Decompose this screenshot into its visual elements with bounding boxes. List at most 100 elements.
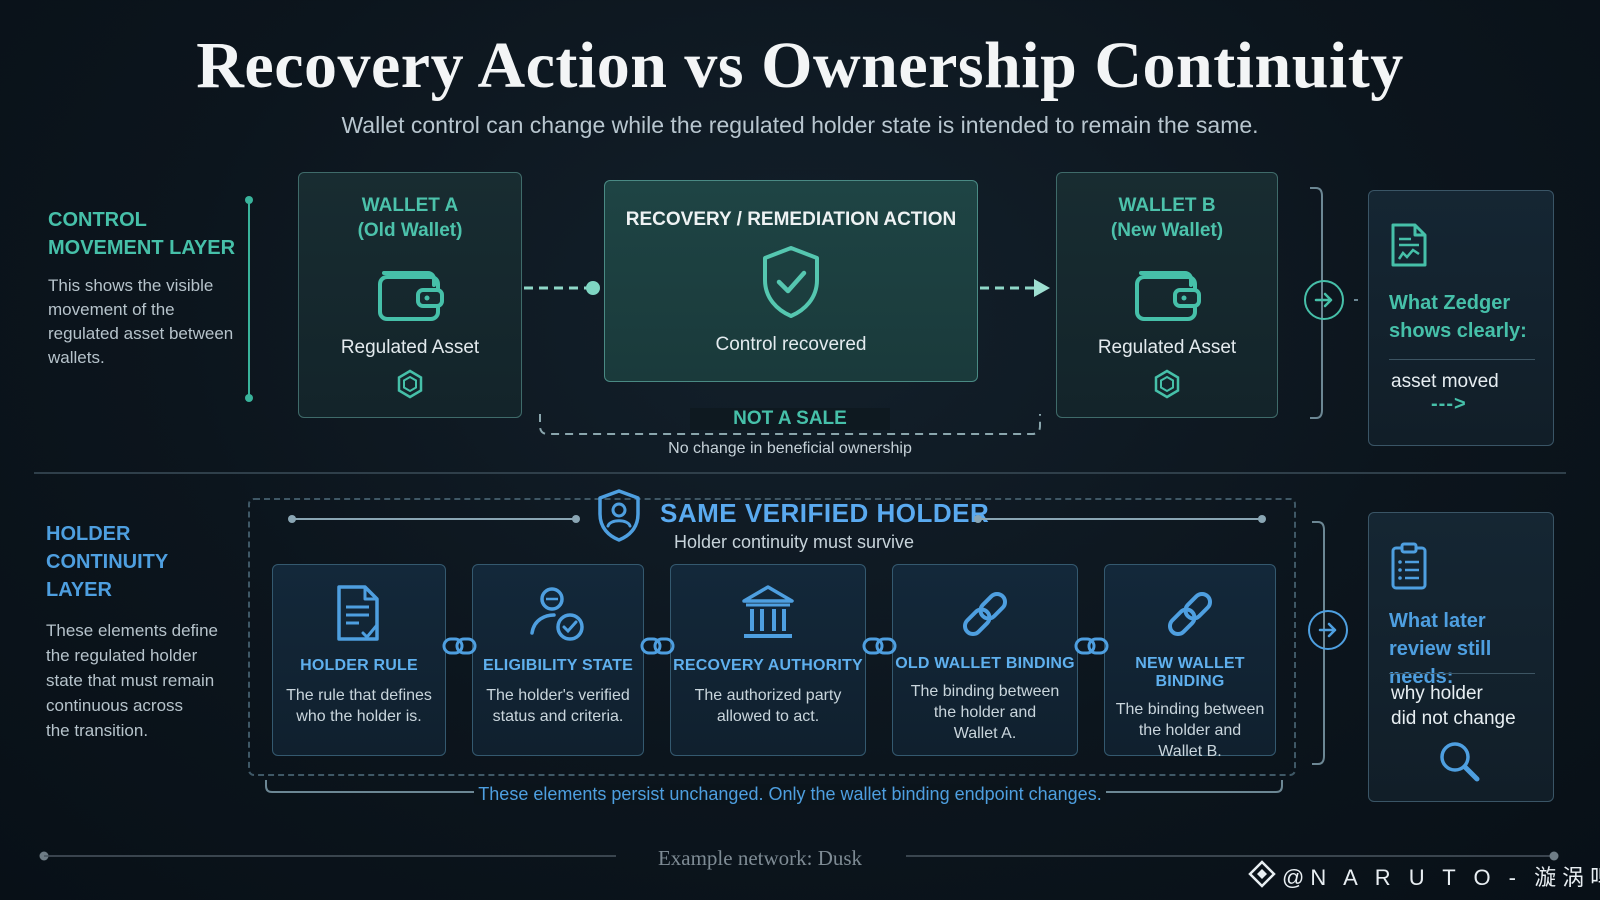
verified-line-right — [974, 515, 1266, 523]
recovery-authority-desc-1: The authorized party — [694, 687, 842, 704]
wallet-a-title: WALLET A — [361, 195, 459, 216]
recovery-authority-card: RECOVERY AUTHORITY The authorized party … — [670, 564, 866, 756]
new-wallet-binding-desc-2: the holder and — [1138, 722, 1242, 739]
diamond-logo-icon — [1248, 860, 1276, 893]
zedger-separator — [1389, 359, 1535, 360]
document-chart-icon — [1389, 221, 1429, 274]
wallet-a-card: WALLET A (Old Wallet) Regulated Asset — [298, 172, 522, 418]
wallet-icon — [1131, 261, 1203, 323]
holder-layer-title-2: LAYER — [46, 579, 112, 601]
not-sale-title: NOT A SALE — [733, 408, 847, 429]
recovery-title: RECOVERY / REMEDIATION ACTION — [625, 209, 957, 230]
wallet-b-card: WALLET B (New Wallet) Regulated Asset — [1056, 172, 1278, 418]
old-wallet-binding-desc-3: Wallet A. — [953, 725, 1017, 742]
holder-rule-desc-2: who the holder is. — [296, 708, 422, 725]
control-layer-desc-2: movement of the — [48, 300, 175, 319]
control-layer-desc-3: regulated asset between — [48, 324, 234, 343]
holder-layer-title-1: HOLDER CONTINUITY — [46, 523, 169, 573]
footer-network: Example network: Dusk — [657, 846, 863, 870]
new-wallet-binding-desc-3: Wallet B. — [1158, 743, 1222, 760]
persist-note: These elements persist unchanged. Only t… — [474, 784, 1106, 805]
eligibility-state-desc-1: The holder's verified — [486, 687, 630, 704]
control-layer-title-1: CONTROL — [48, 209, 147, 231]
new-wallet-binding-title: NEW WALLET BINDING — [1135, 655, 1245, 690]
verified-title: SAME VERIFIED HOLDER — [660, 498, 990, 528]
holder-layer-desc-3: state that must remain — [46, 671, 215, 690]
wallet-a-subtitle: (Old Wallet) — [357, 220, 463, 241]
eligibility-state-title: ELIGIBILITY STATE — [482, 657, 634, 674]
shield-user-icon — [596, 488, 642, 542]
zedger-head-2: shows clearly: — [1389, 320, 1527, 342]
link-icon — [1163, 587, 1217, 641]
holder-container — [248, 498, 1296, 776]
old-wallet-binding-title: OLD WALLET BINDING — [895, 655, 1075, 672]
zedger-head: What Zedger shows clearly: — [1389, 289, 1527, 345]
eligibility-state-desc-2: status and criteria. — [492, 708, 624, 725]
arrow-right-icon — [1308, 610, 1348, 650]
control-layer-desc-4: wallets. — [48, 348, 105, 367]
arrow-right-icon — [1304, 280, 1344, 320]
review-separator — [1389, 673, 1535, 674]
bracket-dot-top — [245, 196, 253, 204]
review-head: What later review still needs: — [1389, 607, 1553, 691]
wallet-icon — [374, 261, 446, 323]
zedger-head-1: What Zedger — [1389, 292, 1511, 314]
magnifier-icon — [1437, 739, 1483, 790]
holder-rule-card: HOLDER RULE The rule that defines who th… — [272, 564, 446, 756]
verified-subtitle: Holder continuity must survive — [673, 532, 915, 552]
clipboard-icon — [1389, 541, 1429, 596]
connector-arrow-right — [980, 279, 1050, 297]
old-wallet-binding-desc-1: The binding between — [910, 683, 1060, 700]
chain-link-icon — [640, 637, 675, 655]
new-wallet-binding-card: NEW WALLET BINDING The binding between t… — [1104, 564, 1276, 760]
watermark-text: @N A R U T O - 漩涡鸣人 — [1282, 865, 1600, 890]
wallet-b-title: WALLET B — [1118, 195, 1216, 216]
recovery-authority-title: RECOVERY AUTHORITY — [673, 657, 863, 674]
holder-layer-desc-2: the regulated holder — [46, 646, 198, 665]
verified-line-left — [288, 515, 580, 523]
bank-building-icon — [740, 583, 796, 643]
section-divider — [34, 472, 1566, 474]
chain-link-icon — [1074, 637, 1109, 655]
new-wallet-binding-desc-1: The binding between — [1115, 701, 1265, 718]
control-layer-bracket — [248, 200, 250, 398]
old-wallet-binding-card: OLD WALLET BINDING The binding between t… — [892, 564, 1078, 756]
zedger-arrow: ---> — [1431, 393, 1467, 415]
not-sale-bracket — [539, 414, 1041, 435]
chain-link-icon — [442, 637, 477, 655]
not-sale-title-wrap: NOT A SALE — [690, 408, 890, 430]
review-text-1: why holder — [1391, 683, 1483, 704]
hexagon-icon — [396, 369, 424, 399]
recovery-card: RECOVERY / REMEDIATION ACTION Control re… — [604, 180, 978, 382]
review-text-2: did not change — [1391, 708, 1516, 729]
hexagon-icon — [1153, 369, 1181, 399]
bracket-dot-bottom — [245, 394, 253, 402]
control-layer-title-2: MOVEMENT LAYER — [48, 237, 236, 259]
link-icon — [958, 587, 1012, 641]
not-sale-subtitle: No change in beneficial ownership — [668, 440, 912, 457]
holder-layer-desc-5: the transition. — [46, 721, 149, 740]
holder-layer-desc-1: These elements define — [46, 621, 218, 640]
holder-layer-label: HOLDER CONTINUITY LAYER These elements d… — [46, 520, 246, 743]
old-wallet-binding-desc-2: the holder and — [933, 704, 1037, 721]
user-check-icon — [528, 583, 588, 645]
holder-layer-desc-4: continuous across — [46, 696, 184, 715]
page-subtitle: Wallet control can change while the regu… — [341, 112, 1259, 138]
recovery-label: Control recovered — [715, 334, 867, 355]
zedger-text: asset moved — [1391, 371, 1499, 392]
control-layer-desc-1: This shows the visible — [48, 276, 214, 295]
connector-dashed-left — [524, 281, 600, 295]
wallet-a-label: Regulated Asset — [340, 337, 480, 358]
recovery-authority-desc-2: allowed to act. — [716, 708, 820, 725]
holder-rule-title: HOLDER RULE — [300, 657, 418, 674]
document-edit-icon — [333, 583, 385, 645]
review-text: why holder did not change — [1391, 681, 1516, 731]
holder-rule-desc-1: The rule that defines — [286, 687, 432, 704]
review-panel: What later review still needs: why holde… — [1368, 512, 1554, 802]
zedger-panel: What Zedger shows clearly: asset moved -… — [1368, 190, 1554, 446]
shield-check-icon — [759, 244, 823, 320]
chain-link-icon — [862, 637, 897, 655]
wallet-b-label: Regulated Asset — [1097, 337, 1237, 358]
footer-line-left — [39, 851, 616, 861]
page-title: Recovery Action vs Ownership Continuity — [196, 29, 1404, 102]
